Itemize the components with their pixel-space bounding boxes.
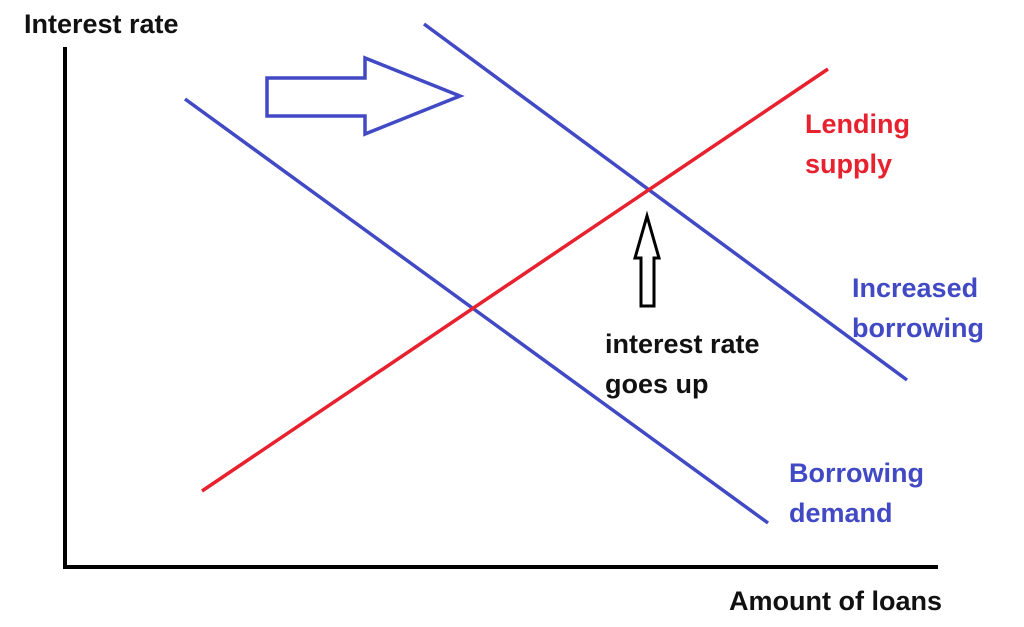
right-arrow-icon <box>265 55 465 137</box>
lending-supply-line <box>201 67 829 493</box>
increased-borrowing-line <box>422 22 909 382</box>
borrowing-demand-label-line1: Borrowing <box>789 458 924 488</box>
increased-borrowing-label-line1: Increased <box>852 273 978 303</box>
x-axis-label: Amount of loans <box>729 586 942 616</box>
up-arrow-icon <box>633 210 661 308</box>
y-axis-label: Interest rate <box>24 9 179 39</box>
annotation-line1: interest rate <box>605 329 760 359</box>
borrowing-demand-label: Borrowing demand <box>789 458 924 528</box>
borrowing-demand-label-line2: demand <box>789 498 893 528</box>
annotation-line2: goes up <box>605 369 709 399</box>
borrowing-demand-line <box>183 97 770 525</box>
interest-rate-annotation: interest rate goes up <box>605 329 760 399</box>
increased-borrowing-label-line2: borrowing <box>852 313 984 343</box>
lending-supply-label: Lending supply <box>805 109 910 179</box>
increased-borrowing-label: Increased borrowing <box>852 273 984 343</box>
lending-supply-label-line1: Lending <box>805 109 910 139</box>
lending-supply-label-line2: supply <box>805 149 892 179</box>
